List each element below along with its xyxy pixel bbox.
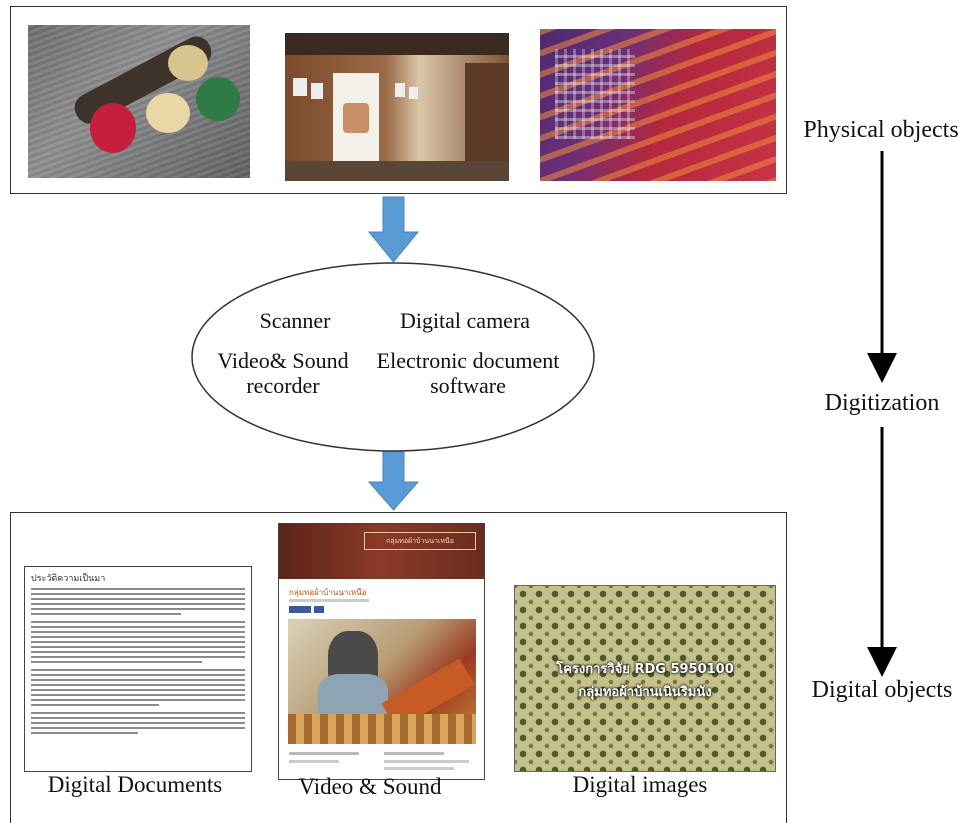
photo-thread-spools (28, 25, 250, 178)
document-heading: ประวัติความเป็นมา (31, 574, 106, 584)
digital-objects-box: ประวัติความเป็นมา กลุ่มทอผ้าบ้านนาเหนือ … (10, 512, 787, 823)
block-arrow-bottom (367, 443, 420, 511)
block-arrow-top (367, 196, 420, 263)
photo-woven-textile (540, 29, 776, 181)
tool-electronic-document-software: Electronic document software (376, 348, 560, 398)
image-overlay-line1: โครงการวิจัย RDG 5950100 (556, 662, 734, 677)
label-physical-objects: Physical objects (803, 117, 959, 143)
label-digital-objects: Digital objects (811, 677, 953, 703)
webpage-heading: กลุ่มทอผ้าบ้านนาเหนือ (289, 588, 367, 597)
share-buttons[interactable] (289, 606, 311, 613)
webpage-banner: กลุ่มทอผ้าบ้านนาเหนือ (279, 524, 484, 579)
video-thumbnail[interactable] (288, 619, 476, 744)
label-digital-documents: Digital Documents (47, 772, 223, 797)
digital-image-textile: โครงการวิจัย RDG 5950100 กลุ่มทอผ้าบ้านเ… (514, 585, 776, 772)
label-digitization: Digitization (824, 390, 940, 416)
tool-digital-camera: Digital camera (399, 308, 531, 333)
physical-objects-box (10, 6, 787, 194)
tools-ellipse (191, 262, 595, 452)
label-video-sound: Video & Sound (298, 774, 442, 799)
video-sound-webpage: กลุ่มทอผ้าบ้านนาเหนือ กลุ่มทอผ้าบ้านนาเห… (278, 523, 485, 780)
tool-scanner: Scanner (259, 308, 331, 333)
tool-video-sound-recorder: Video& Sound recorder (217, 348, 349, 398)
image-overlay-line2: กลุ่มทอผ้าบ้านเนินริมนัง (578, 685, 712, 700)
digital-document-preview: ประวัติความเป็นมา (24, 566, 252, 772)
webpage-banner-title: กลุ่มทอผ้าบ้านนาเหนือ (364, 532, 476, 550)
photo-museum-gallery (285, 33, 509, 181)
document-text-lines (31, 588, 245, 734)
label-digital-images: Digital images (572, 772, 708, 797)
